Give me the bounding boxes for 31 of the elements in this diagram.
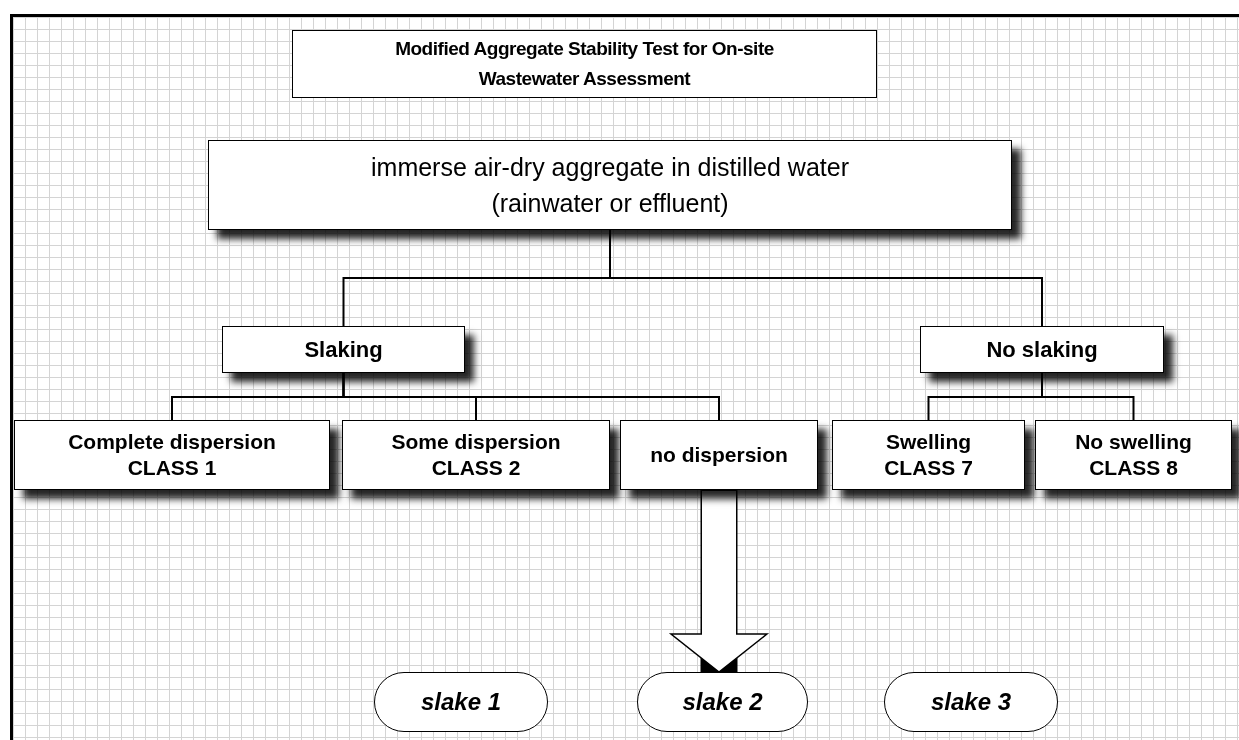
class-box (14, 420, 330, 490)
node-text: immerse air-dry aggregate in distilled water (rainwater or effluent) (370, 152, 850, 219)
process-box (920, 326, 1164, 373)
class-box (620, 420, 818, 490)
node-text: CLASS 8 (1089, 455, 1178, 481)
node-text: Slaking (304, 336, 383, 364)
node-text: no dispersion (650, 442, 788, 468)
node-text: Some dispersion (391, 429, 561, 455)
process-box (208, 140, 1012, 230)
node-text: No slaking (986, 336, 1098, 364)
node-text: CLASS 1 (127, 455, 217, 481)
node-text: Complete dispersion (68, 429, 276, 455)
node-text: CLASS 2 (431, 455, 521, 481)
node-text: CLASS 7 (884, 455, 973, 481)
result-pill (374, 672, 548, 732)
title-box (292, 30, 877, 98)
process-box (222, 326, 465, 373)
class-box (1035, 420, 1232, 490)
node-text: slake 3 (930, 687, 1012, 717)
connector-line (1041, 372, 1135, 421)
node-text: No swelling (1075, 429, 1192, 455)
result-pill (637, 672, 808, 732)
class-box (832, 420, 1025, 490)
result-pill (884, 672, 1058, 732)
node-text: slake 1 (420, 687, 502, 717)
block-arrow (670, 490, 768, 673)
node-text: Modified Aggregate Stability Test for On-site Wastewater Assessment (394, 37, 775, 91)
connector-line (342, 372, 720, 421)
node-text: Swelling (885, 429, 972, 455)
class-box (342, 420, 610, 490)
node-text: slake 2 (682, 687, 763, 717)
